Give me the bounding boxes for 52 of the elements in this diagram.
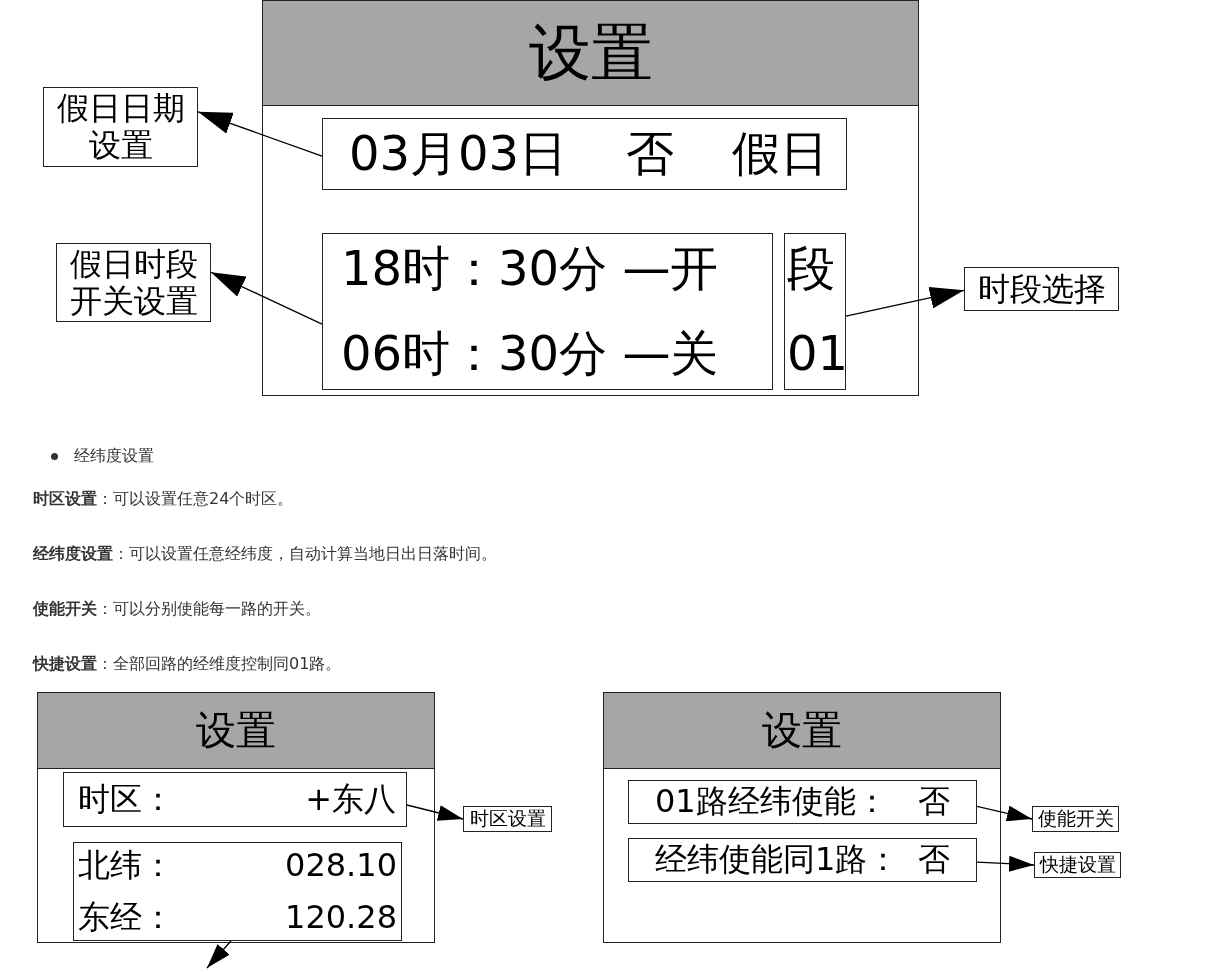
callout-text: 使能开关 (1036, 808, 1115, 830)
display-value: 028.10 (285, 845, 397, 886)
display-field (784, 233, 846, 390)
display-value: 120.28 (285, 897, 397, 939)
callout-label (463, 806, 552, 832)
display-text: 01 (787, 324, 843, 384)
display-field (628, 838, 977, 882)
display-field (322, 118, 847, 190)
panel-title: 设置 (528, 15, 653, 91)
display-text: 东经： (78, 897, 175, 939)
callout-text: 快捷设置 (1038, 854, 1117, 876)
panel-title: 设置 (762, 706, 842, 755)
display-field (73, 842, 402, 941)
callout-text: 时区设置 (468, 808, 547, 830)
callout-label (964, 267, 1119, 311)
display-field (628, 780, 977, 824)
display-text: 段 (787, 239, 836, 298)
screen-panel (603, 692, 1001, 943)
screen-panel (37, 692, 435, 943)
display-field (322, 233, 773, 390)
paragraph-text: 快捷设置：全部回路的经维度控制同01路。 (33, 654, 342, 675)
display-text: 否 (918, 839, 950, 880)
arrow (976, 855, 1035, 872)
list-item-text: 经纬度设置 (74, 446, 154, 467)
display-field (63, 772, 407, 827)
display-text: 01路经纬使能： (655, 781, 888, 822)
arrow (206, 940, 232, 969)
screen-panel (262, 0, 919, 396)
display-text: 时区： (78, 778, 174, 820)
display-text: 假日 (732, 124, 828, 183)
paragraph-text: 使能开关：可以分别使能每一路的开关。 (33, 599, 321, 620)
display-text: 06时：30分 —关 (341, 324, 720, 384)
display-text: 18时：30分 —开 (341, 239, 720, 298)
display-text: 经纬使能同1路： (655, 839, 900, 880)
callout-label (56, 243, 211, 322)
callout-text: 假日日期设置 (55, 90, 186, 164)
callout-text: 时段选择 (976, 270, 1107, 308)
display-text: 03月03日 (349, 124, 568, 183)
arrow (210, 271, 323, 325)
display-text: 否 (918, 781, 950, 822)
panel-title: 设置 (196, 706, 276, 755)
callout-label (43, 87, 198, 167)
paragraph-text: 经纬度设置：可以设置任意经纬度，自动计算当地日出日落时间。 (33, 544, 497, 565)
arrow (406, 804, 464, 821)
arrow (197, 111, 323, 157)
arrow (976, 805, 1033, 822)
arrow (845, 286, 965, 317)
display-text: 否 (625, 124, 674, 183)
paragraph-text: 时区设置：可以设置任意24个时区。 (33, 489, 294, 510)
callout-text: 假日时段开关设置 (68, 245, 199, 320)
display-text: +东八 (305, 778, 396, 820)
display-text: 北纬： (78, 845, 175, 886)
